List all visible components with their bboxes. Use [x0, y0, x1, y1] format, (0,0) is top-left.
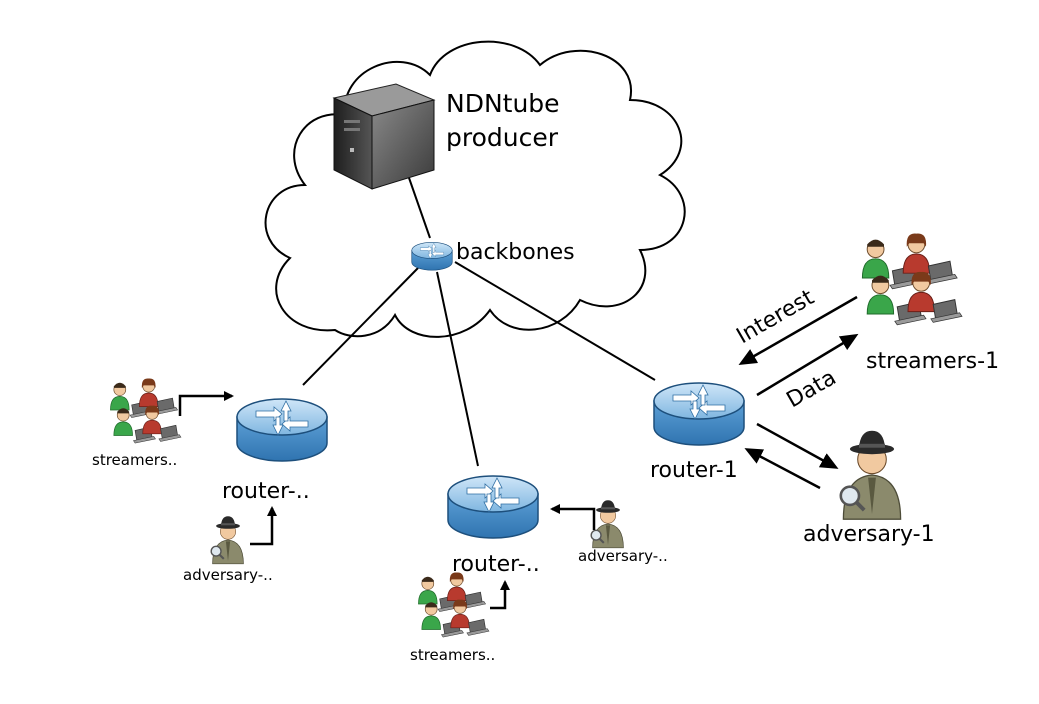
adversary-middle-icon — [590, 499, 625, 549]
adversary-1-to-router-arrow — [744, 448, 821, 490]
backbone-router-icon — [411, 241, 453, 271]
link-server-backbone — [407, 174, 431, 239]
streamers-bottom-label: streamers.. — [410, 646, 495, 664]
backbones-label: backbones — [456, 240, 575, 265]
streamers-1-label: streamers-1 — [866, 349, 999, 374]
router-middle-label: router-.. — [452, 552, 540, 577]
adversary-left-arrow — [250, 506, 277, 546]
producer-label-line2: producer — [446, 123, 559, 152]
link-backbone-router-middle — [436, 271, 479, 467]
adversary-middle-label: adversary-.. — [578, 547, 668, 565]
streamers-left-label: streamers.. — [92, 451, 177, 469]
server-icon — [332, 83, 436, 190]
adversary-1-icon — [838, 428, 903, 522]
streamers-bottom-arrow — [490, 580, 510, 610]
router-1-icon — [653, 382, 745, 446]
producer-label-line1: NDNtube — [446, 89, 560, 118]
router-1-label: router-1 — [650, 458, 738, 483]
streamers-bottom-icon — [418, 572, 489, 637]
router-left-label: router-.. — [222, 479, 310, 504]
router-middle-icon — [447, 475, 539, 539]
interest-arrow — [738, 295, 858, 365]
adversary-left-label: adversary-.. — [183, 566, 273, 584]
streamers-left-icon — [110, 378, 181, 443]
backbone-cloud — [264, 40, 686, 338]
router-left-icon — [236, 398, 328, 462]
adversary-1-label: adversary-1 — [803, 522, 935, 547]
link-backbone-router-1 — [454, 261, 656, 381]
adversary-middle-arrow — [550, 504, 596, 530]
adversary-left-icon — [210, 515, 245, 565]
data-label: Data — [783, 365, 841, 413]
router-to-adversary-1-arrow — [756, 422, 839, 469]
streamers-left-arrow — [178, 391, 234, 416]
streamers-1-icon — [862, 234, 962, 325]
interest-label: Interest — [733, 285, 819, 349]
data-arrow — [756, 333, 859, 397]
link-backbone-router-left — [302, 267, 419, 386]
